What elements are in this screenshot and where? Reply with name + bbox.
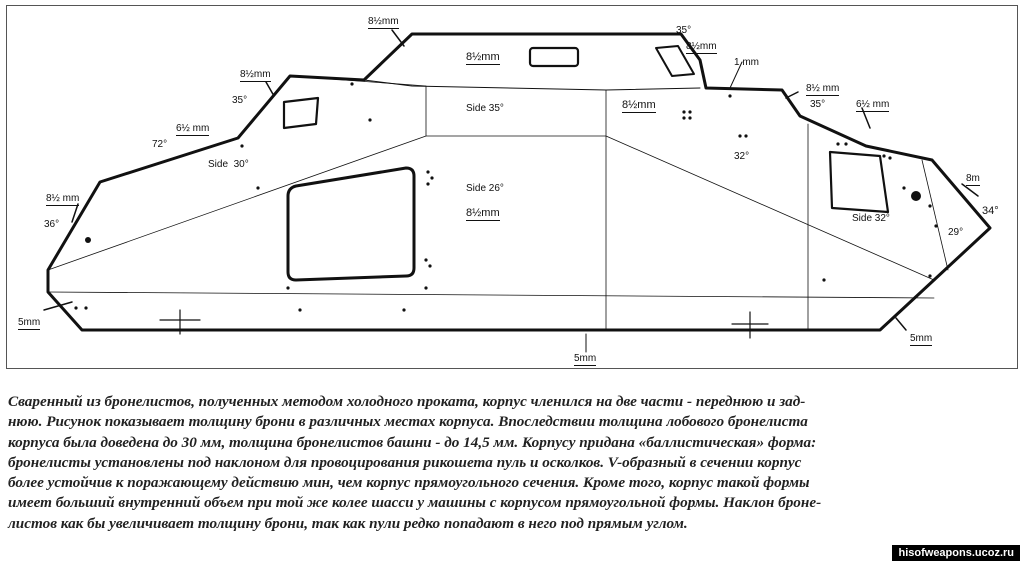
label-side-front-angle: 30° (233, 159, 249, 170)
label-top-roof: 8½mm (368, 16, 399, 29)
label-rear-top-angle: 35° (810, 99, 826, 110)
leader-rear-plate (961, 183, 979, 197)
caption-line: имеет больший внутренний объем при той ж… (8, 494, 822, 512)
caption-line: листов как бы увеличивает толщину брони,… (8, 514, 688, 532)
leader-1mm (729, 61, 743, 89)
rear-plate-line (921, 159, 949, 271)
caption: Сваренный из бронелистов, полученных мет… (8, 392, 1018, 534)
side-panel-diagonal (47, 135, 935, 281)
label-mid-angle: 32° (734, 151, 750, 162)
label-front-slope-thk: 6½ mm (176, 123, 210, 136)
hull-outline (46, 32, 992, 332)
label-side-center: Side 26° (466, 183, 504, 194)
label-turret-front-angle: 35° (676, 25, 692, 36)
leader-front-upper (265, 81, 275, 97)
leader-bottom-front (43, 301, 73, 311)
leader-rear-top (785, 91, 799, 99)
label-rear-side-top: 6½ mm (856, 99, 890, 112)
label-bottom-front: 5mm (18, 317, 41, 330)
label-rear-lower-angle: 29° (948, 227, 964, 238)
label-rear-top-thk: 8½ mm (806, 83, 840, 96)
label-nose-angle: 36° (44, 219, 60, 230)
label-nose-thk: 8½ mm (46, 193, 80, 206)
label-rear-plate-thk: 8m (966, 173, 980, 186)
label-1mm: 1 mm (734, 57, 759, 68)
label-turret-roof: 8½mm (466, 51, 500, 65)
caption-line: Сваренный из бронелистов, полученных мет… (8, 393, 806, 410)
label-bottom-rear: 5mm (910, 333, 933, 346)
caption-line: бронелисты установлены под наклоном для … (8, 453, 802, 471)
label-front-upper-thk: 8½mm (240, 69, 271, 82)
nose-hole (85, 237, 91, 243)
label-rear-side: Side 32° (852, 213, 890, 224)
label-side-front: Side 30° (208, 159, 249, 170)
label-side-mid-thk: 8½mm (622, 99, 656, 113)
periscope-hole (911, 191, 921, 201)
label-rear-plate-angle: 34° (982, 205, 999, 217)
watermark: hisofweapons.ucoz.ru (892, 545, 1020, 561)
label-side-center-thk: 8½mm (466, 207, 500, 221)
front-vision-port (282, 96, 320, 130)
leader-nose (71, 203, 79, 223)
crosshair-rear (731, 311, 769, 339)
caption-line: корпуса была доведена до 30 мм, толщина … (8, 433, 817, 451)
crosshair-front (159, 309, 201, 335)
label-rear-side-angle: 32° (874, 213, 890, 224)
turret-hatch (528, 46, 580, 68)
leader-bottom-rear (895, 317, 907, 331)
hull-drawing (43, 29, 992, 353)
label-turret-front-thk: 8½mm (686, 41, 717, 54)
label-side-upper: Side 35° (466, 103, 504, 114)
diagram-frame (6, 5, 1018, 369)
rear-port (828, 150, 890, 214)
side-door (286, 166, 416, 282)
label-front-upper-angle: 35° (232, 95, 248, 106)
caption-line: более устойчив к поражающему действию ми… (8, 474, 810, 492)
caption-line: нюю. Рисунок показывает толщину брони в … (8, 413, 808, 431)
turret-vision-slot (655, 45, 695, 77)
leader-top (391, 29, 405, 47)
upper-side-line (289, 75, 427, 137)
label-front-slope-angle: 72° (152, 139, 168, 150)
label-bottom-center: 5mm (574, 353, 597, 366)
waterline (47, 291, 935, 299)
